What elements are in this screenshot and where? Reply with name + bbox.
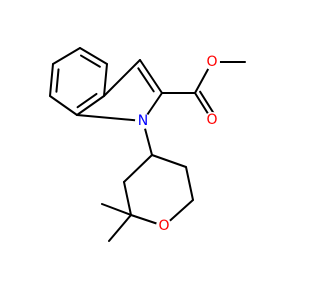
atom-label-background	[204, 54, 220, 70]
atom-label-layer: N O O O	[135, 54, 220, 234]
bond-c7-c6-double	[55, 68, 60, 93]
bond-c3a-c7a	[76, 95, 105, 116]
bond-c5-c4-double	[79, 54, 101, 68]
bond-c2p-methyl-2	[101, 203, 132, 216]
bond-c7a-c7	[49, 95, 78, 116]
bond-c6-c5	[52, 47, 81, 65]
bond-c4-c3a	[103, 63, 108, 97]
molecule-diagram: N O O O	[49, 47, 246, 242]
bond-layer	[49, 47, 246, 242]
bond-c5-c4	[79, 47, 108, 65]
bond-ester-c-o-carbonyl-double	[199, 90, 217, 117]
bond-c4p-c3p	[123, 154, 153, 183]
bond-c7-c6	[49, 63, 54, 97]
bond-c3p-c2p	[123, 181, 132, 216]
atom-label-o-ring: O	[158, 218, 169, 234]
atom-label-background	[204, 112, 220, 128]
atom-label-background	[156, 218, 172, 234]
atom-label-background	[135, 113, 151, 129]
bond-c3a-c7a-double	[76, 92, 98, 109]
bond-c3-c2	[139, 59, 163, 94]
bond-c6p-c5p	[185, 166, 194, 201]
bond-c5p-c4p	[151, 154, 187, 168]
atom-label-n1: N	[138, 113, 148, 129]
atom-label-o-ester: O	[206, 54, 217, 70]
bond-n1-c7a	[76, 114, 144, 122]
atom-label-o-carbonyl: O	[206, 112, 217, 128]
bond-c2p-methyl-1	[108, 214, 132, 242]
bond-c3-c2-double	[137, 67, 155, 93]
bond-c3a-c3	[103, 59, 141, 97]
